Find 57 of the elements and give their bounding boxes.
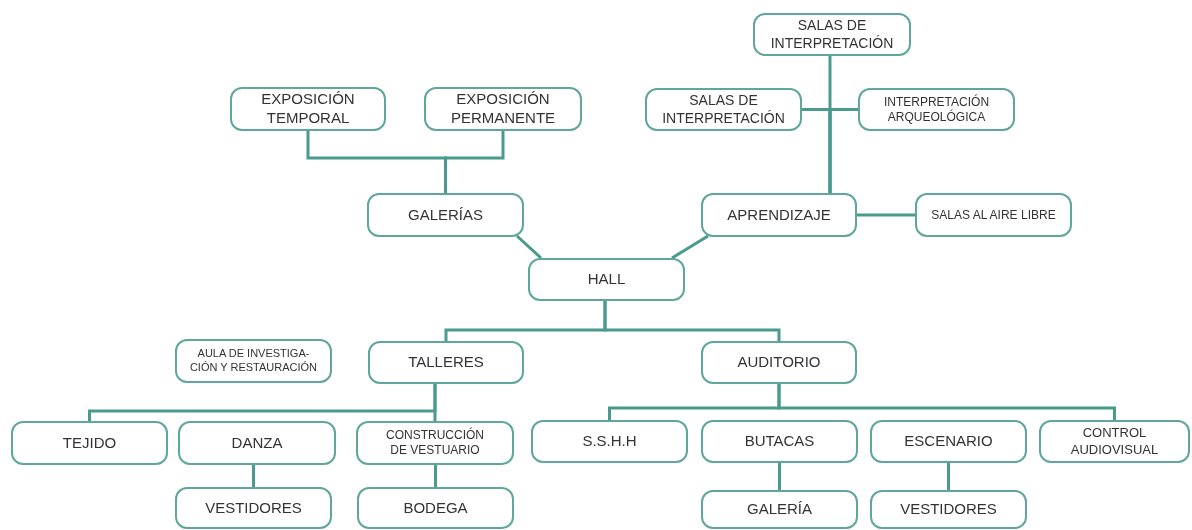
box-label: GALERÍAS (408, 205, 483, 225)
rounded-box (230, 87, 386, 131)
rounded-box (915, 193, 1072, 237)
rounded-box (531, 420, 688, 463)
box-label: SALAS DE INTERPRETACIÓN (769, 17, 895, 52)
box-label: AULA DE INVESTIGA- CIÓN Y RESTAURACIÓN (188, 347, 319, 375)
box-label: TALLERES (408, 353, 484, 372)
box-label: CONTROL AUDIOVISUAL (1069, 425, 1160, 458)
rounded-box (701, 420, 858, 463)
rounded-box (870, 420, 1027, 463)
connector-line (516, 234, 542, 260)
rounded-box (870, 490, 1027, 529)
box-label: SALAS DE INTERPRETACIÓN (661, 92, 786, 127)
box-label: ESCENARIO (904, 432, 993, 451)
rounded-box (175, 487, 332, 529)
box-label: S.S.H.H (582, 432, 637, 451)
rounded-box (368, 341, 524, 384)
connector-line (434, 465, 437, 487)
box-label: HALL (587, 270, 626, 289)
box-label: EXPOSICIÓN PERMANENTE (449, 90, 557, 128)
box-label: INTERPRETACIÓN ARQUEOLÓGICA (882, 94, 991, 125)
connector-line (777, 384, 1116, 420)
rounded-box (367, 193, 524, 237)
connector-line (778, 463, 781, 490)
box-label: VESTIDORES (900, 500, 997, 519)
rounded-box (178, 421, 336, 465)
box-label: BUTACAS (744, 432, 815, 451)
rounded-box (11, 421, 168, 465)
rounded-box (528, 258, 685, 301)
box-label: AUDITORIO (737, 353, 821, 372)
box-label: DANZA (231, 433, 283, 453)
rounded-box (424, 87, 582, 131)
rounded-box (701, 193, 857, 237)
box-label: SALAS AL AIRE LIBRE (931, 207, 1056, 223)
rounded-box (701, 341, 857, 384)
box-label: TEJIDO (62, 433, 117, 453)
connector-line (252, 465, 255, 487)
rounded-box (753, 13, 911, 56)
box-label: EXPOSICIÓN TEMPORAL (260, 90, 356, 128)
box-label: VESTIDORES (205, 498, 302, 518)
rounded-box (858, 88, 1015, 131)
box-label: GALERÍA (747, 500, 812, 519)
connector-line (671, 234, 709, 260)
rounded-box (175, 339, 332, 383)
connector-line (828, 108, 858, 193)
connector-line (433, 384, 437, 421)
rounded-box (356, 421, 514, 465)
connector-line (857, 213, 915, 217)
rounded-box (1039, 420, 1190, 463)
connector-line (603, 301, 781, 341)
box-label: BODEGA (403, 498, 468, 518)
rounded-box (357, 487, 514, 529)
box-label: APRENDIZAJE (727, 205, 831, 225)
rounded-box (645, 88, 802, 131)
connector-line (947, 463, 950, 490)
rounded-box (701, 490, 858, 529)
box-label: CONSTRUCCIÓN DE VESTUARIO (385, 428, 485, 458)
